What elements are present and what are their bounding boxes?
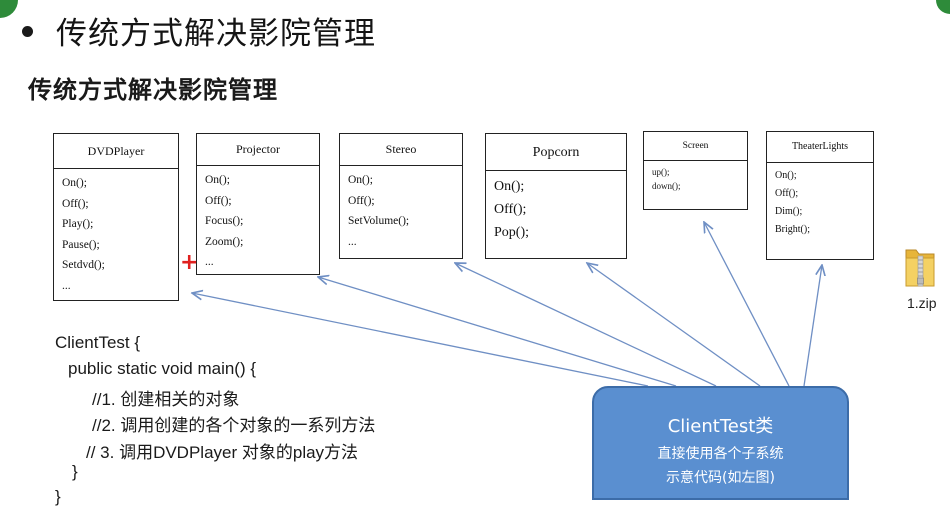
method: Off(); (775, 188, 799, 199)
class-box-theaterlights: TheaterLights On(); Off(); Dim(); Bright… (766, 131, 874, 260)
code-line: //2. 调用创建的各个对象的一系列方法 (92, 416, 376, 435)
class-box-popcorn: Popcorn On(); Off(); Pop(); (485, 133, 627, 259)
class-box-projector: Projector On(); Off(); Focus(); Zoom(); … (196, 133, 320, 275)
slide-title: 传统方式解决影院管理 (56, 16, 376, 52)
method: ... (348, 235, 357, 248)
method: Pause(); (62, 238, 100, 251)
method: Off(); (62, 197, 89, 210)
red-plus-marker: + (180, 250, 199, 275)
code-line: //1. 创建相关的对象 (92, 390, 240, 409)
method: On(); (348, 174, 373, 186)
bullet-icon (22, 26, 33, 37)
class-box-dvdplayer: DVDPlayer On(); Off(); Play(); Pause(); … (53, 133, 179, 301)
slide-subtitle: 传统方式解决影院管理 (28, 76, 278, 104)
clienttest-callout: ClientTest类 直接使用各个子系统 示意代码(如左图) (592, 386, 849, 500)
method: Pop(); (494, 225, 529, 240)
class-name: Screen (644, 132, 747, 161)
arrow-to-stereo (455, 263, 717, 387)
arrow-to-projector (318, 277, 677, 387)
zip-folder-icon[interactable] (900, 242, 940, 292)
method: Setdvd(); (62, 259, 105, 271)
method: On(); (775, 170, 797, 181)
method: On(); (205, 174, 230, 186)
method: On(); (494, 179, 525, 194)
method: SetVolume(); (348, 215, 410, 227)
method: On(); (62, 177, 87, 189)
code-line: public static void main() { (68, 359, 257, 378)
class-name: Stereo (340, 134, 462, 166)
method: ... (62, 279, 71, 292)
class-name: DVDPlayer (54, 134, 178, 169)
method: Off(); (205, 194, 232, 207)
method: down(); (652, 181, 681, 191)
method: Zoom(); (205, 235, 244, 248)
class-name: TheaterLights (767, 132, 873, 163)
class-box-screen: Screen up(); down(); (643, 131, 748, 210)
class-box-stereo: Stereo On(); Off(); SetVolume(); ... (339, 133, 463, 259)
callout-line: 示意代码(如左图) (666, 470, 775, 486)
arrow-to-theaterlights (803, 265, 822, 387)
arrow-to-popcorn (587, 263, 761, 387)
class-name: Projector (197, 134, 319, 166)
class-name: Popcorn (486, 134, 626, 171)
method: Off(); (494, 202, 527, 217)
method: Off(); (348, 194, 375, 207)
zip-file-label[interactable]: 1.zip (907, 295, 937, 311)
method: Play(); (62, 218, 94, 230)
code-line: // 3. 调用DVDPlayer 对象的play方法 (86, 443, 359, 462)
arrow-to-screen (704, 222, 790, 387)
code-line: } (72, 462, 78, 481)
arrow-to-dvdplayer (192, 293, 649, 387)
method: ... (205, 256, 214, 268)
method: Focus(); (205, 215, 244, 227)
callout-line: 直接使用各个子系统 (657, 446, 784, 462)
method: up(); (652, 167, 670, 177)
method: Dim(); (775, 206, 803, 217)
code-line: ClientTest { (55, 333, 141, 352)
callout-title: ClientTest类 (667, 416, 774, 437)
method: Bright(); (775, 224, 810, 235)
code-line: } (55, 487, 61, 506)
